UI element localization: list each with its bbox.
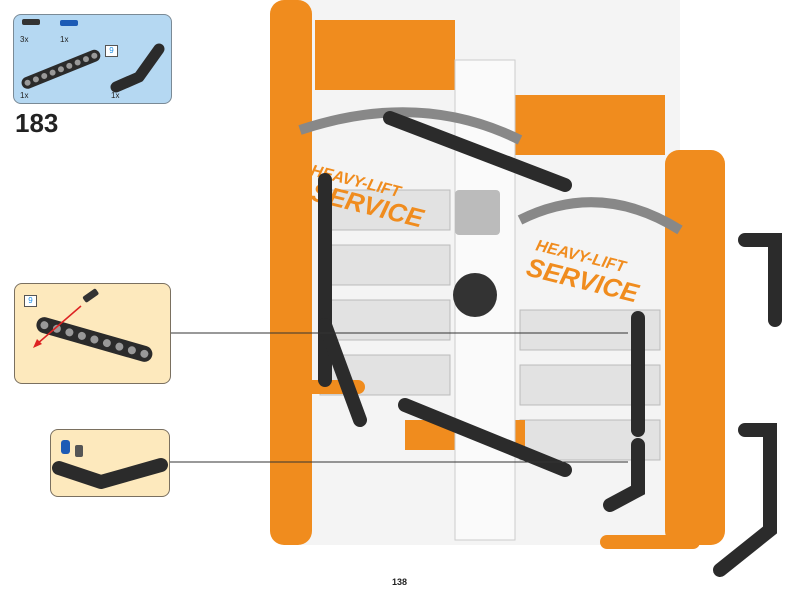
black-beam bbox=[383, 111, 572, 192]
black-gear bbox=[453, 273, 497, 317]
qty-label: 1x bbox=[111, 91, 120, 100]
beam-with-pin-illustration bbox=[33, 288, 153, 362]
bent-beam-with-pins-illustration bbox=[52, 440, 168, 489]
beam-length-badge: 9 bbox=[105, 45, 118, 57]
parts-illustration bbox=[21, 19, 165, 93]
step-number: 183 bbox=[15, 108, 59, 138]
black-beam bbox=[738, 233, 782, 327]
qty-label: 1x bbox=[20, 91, 29, 100]
friction-pin-icon bbox=[22, 19, 40, 25]
insert-arrow bbox=[36, 305, 82, 345]
bent-beam-new bbox=[603, 438, 645, 512]
callout-beam-9: 9 bbox=[14, 283, 171, 384]
orange-right-top-panel bbox=[515, 95, 665, 155]
grey-motor-block bbox=[455, 190, 500, 235]
callout-bent-beam bbox=[50, 429, 170, 497]
beam-length-badge: 9 bbox=[24, 295, 37, 307]
blue-pin-icon bbox=[60, 20, 78, 26]
orange-left-column bbox=[270, 0, 312, 545]
orange-top-panel bbox=[315, 20, 455, 90]
bent-beam-icon bbox=[110, 43, 165, 93]
qty-label: 3x bbox=[20, 35, 29, 44]
page-number: 138 bbox=[392, 577, 408, 587]
orange-right-column bbox=[665, 150, 725, 545]
beam-9-icon bbox=[21, 49, 101, 89]
black-beam bbox=[318, 318, 367, 427]
parts-list-panel: 3x 1x 9 1x 1x bbox=[13, 14, 172, 104]
qty-label: 1x bbox=[60, 35, 69, 44]
black-beam bbox=[398, 398, 572, 477]
black-beam bbox=[713, 423, 777, 577]
